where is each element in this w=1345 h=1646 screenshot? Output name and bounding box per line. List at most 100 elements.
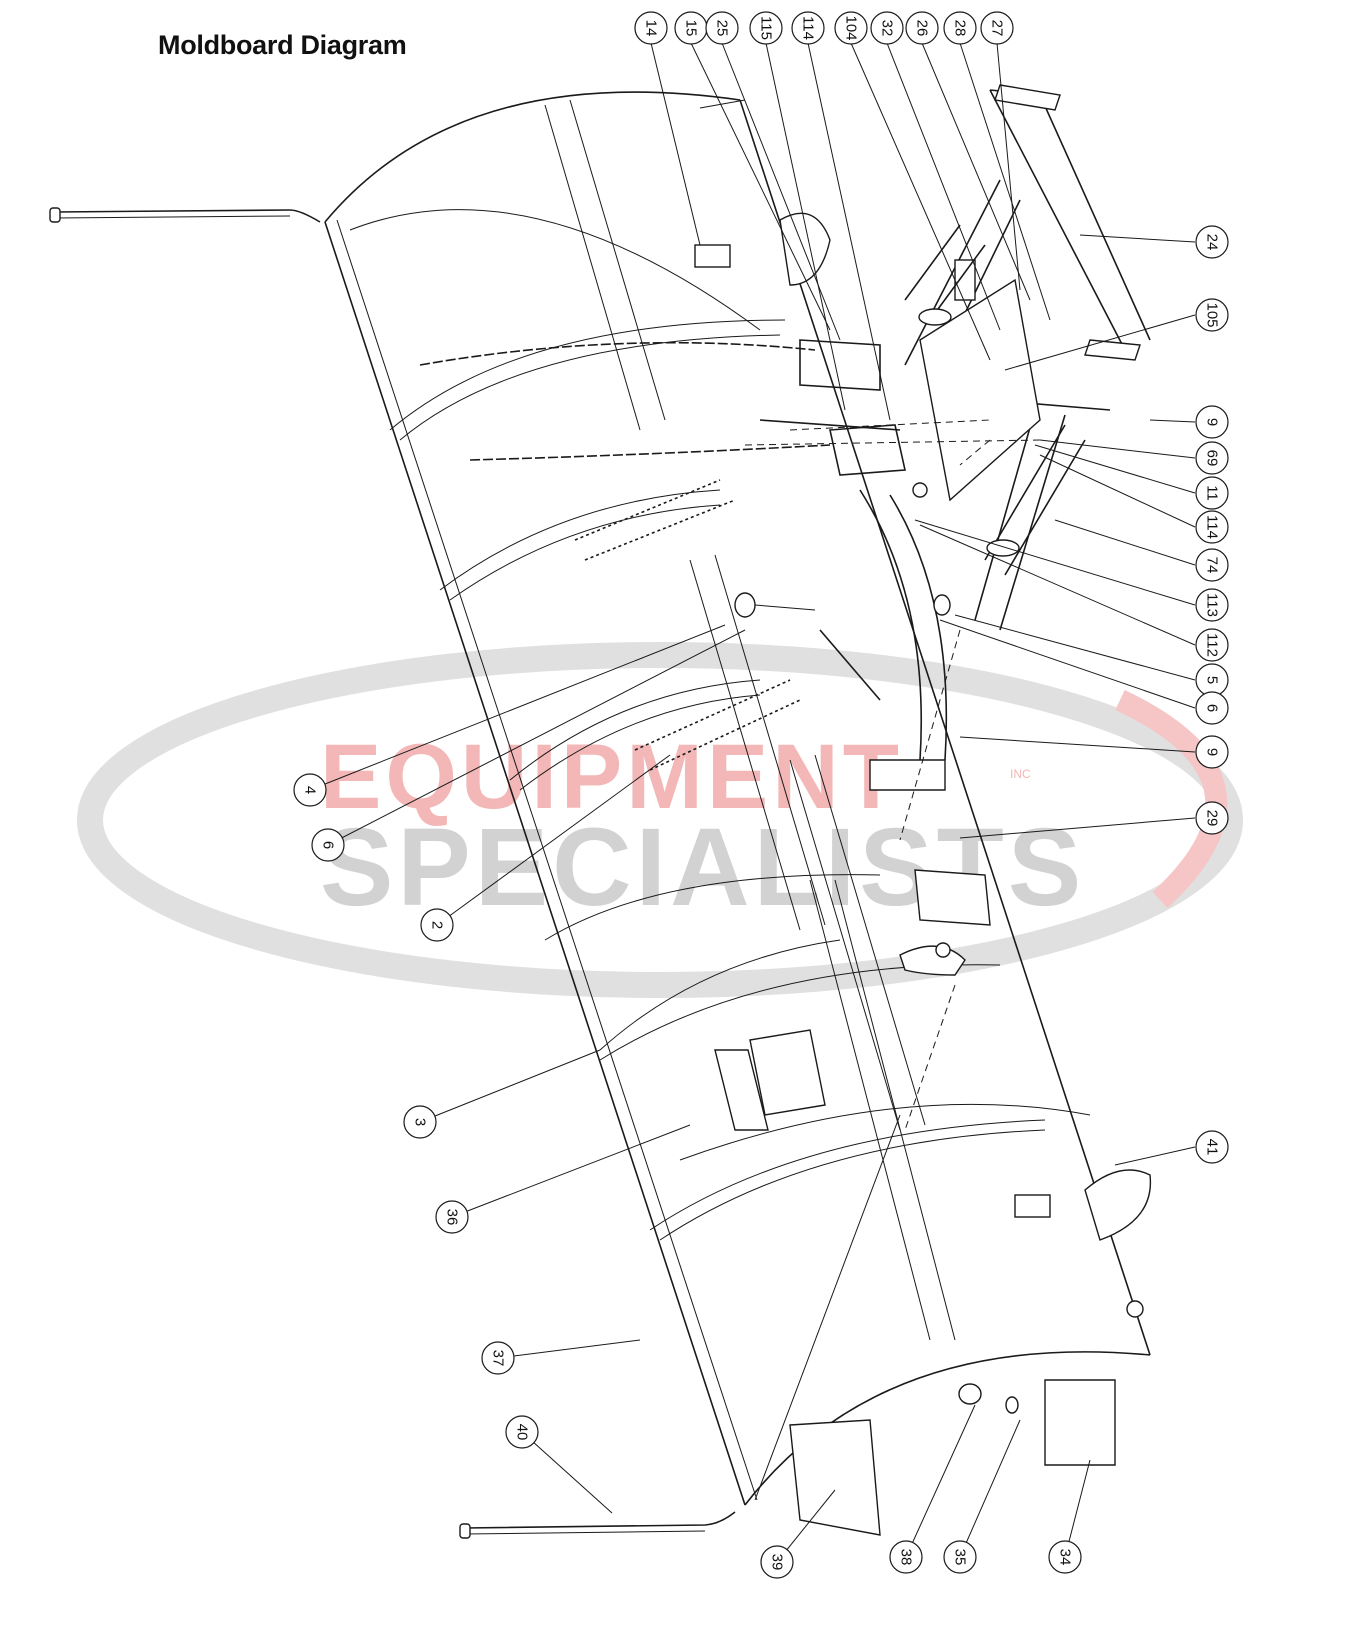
- callout-15: 15: [674, 11, 708, 45]
- callout-circle: [634, 11, 668, 45]
- callout-label: 6: [320, 841, 337, 849]
- callout-41: 41: [1195, 1130, 1229, 1164]
- callout-113: 113: [1195, 588, 1229, 622]
- callout-11: 11: [1195, 476, 1229, 510]
- callout-label: 15: [683, 20, 700, 37]
- callout-9: 9: [1195, 735, 1229, 769]
- callout-circle: [311, 828, 345, 862]
- callout-label: 41: [1204, 1139, 1221, 1156]
- callout-34: 34: [1048, 1540, 1082, 1574]
- callout-circle: [943, 11, 977, 45]
- callout-circle: [791, 11, 825, 45]
- callout-circle: [1195, 691, 1229, 725]
- decal: [714, 1029, 826, 1131]
- callout-label: 29: [1204, 810, 1221, 827]
- page-title: Moldboard Diagram: [158, 30, 407, 60]
- cylinders: [904, 224, 1086, 576]
- callout-label: 11: [1204, 485, 1221, 501]
- callout-label: 114: [800, 16, 817, 40]
- callout-label: 112: [1204, 633, 1221, 657]
- callout-circle: [1195, 441, 1229, 475]
- hinge-pin-lines: [744, 419, 1041, 1131]
- callout-label: 26: [914, 20, 931, 37]
- callout-circle: [435, 1200, 469, 1234]
- shoes-and-stops: [779, 212, 1152, 1536]
- callout-circle: [1195, 298, 1229, 332]
- callout-circle: [1195, 225, 1229, 259]
- callout-4: 4: [293, 773, 327, 807]
- callout-circle: [834, 11, 868, 45]
- callout-label: 40: [514, 1424, 531, 1441]
- watermark: EQUIPMENT INC SPECIALISTS: [77, 642, 1243, 998]
- callout-label: 2: [429, 921, 446, 929]
- callout-label: 5: [1204, 676, 1221, 684]
- callout-114: 114: [791, 11, 825, 45]
- callout-6: 6: [1195, 691, 1229, 725]
- watermark-suffix: INC: [1010, 767, 1031, 781]
- callout-circle: [889, 1540, 923, 1574]
- callout-104: 104: [834, 11, 868, 45]
- callout-label: 114: [1204, 515, 1221, 539]
- callout-105: 105: [1195, 298, 1229, 332]
- chains: [419, 341, 831, 461]
- callout-24: 24: [1195, 225, 1229, 259]
- callout-circle: [1195, 510, 1229, 544]
- callout-3: 3: [403, 1105, 437, 1139]
- callout-circle: [1195, 628, 1229, 662]
- callout-circle: [1195, 588, 1229, 622]
- callout-label: 14: [643, 20, 660, 37]
- callout-38: 38: [889, 1540, 923, 1574]
- callout-74: 74: [1195, 548, 1229, 582]
- callout-28: 28: [943, 11, 977, 45]
- callout-circle: [481, 1341, 515, 1375]
- callout-circle: [1195, 476, 1229, 510]
- callout-circle: [1048, 1540, 1082, 1574]
- callout-label: 104: [843, 15, 860, 40]
- callout-5: 5: [1195, 663, 1229, 697]
- callout-label: 32: [879, 20, 896, 37]
- callout-label: 24: [1204, 234, 1221, 251]
- callout-circle: [943, 1540, 977, 1574]
- callout-112: 112: [1195, 628, 1229, 662]
- callout-label: 115: [758, 16, 775, 40]
- callout-circle: [1195, 801, 1229, 835]
- callout-69: 69: [1195, 441, 1229, 475]
- callout-label: 38: [898, 1549, 915, 1566]
- callout-circle: [905, 11, 939, 45]
- callout-label: 36: [444, 1209, 461, 1226]
- callout-label: 34: [1057, 1549, 1074, 1566]
- callout-35: 35: [943, 1540, 977, 1574]
- callout-circle: [1195, 405, 1229, 439]
- callout-label: 113: [1204, 593, 1221, 617]
- callout-115: 115: [749, 11, 783, 45]
- callout-label: 35: [952, 1549, 969, 1566]
- callout-label: 27: [989, 20, 1006, 37]
- callout-circle: [870, 11, 904, 45]
- callout-label: 3: [412, 1118, 429, 1126]
- callout-25: 25: [705, 11, 739, 45]
- callout-114: 114: [1195, 510, 1229, 544]
- springs: [574, 244, 1051, 1218]
- callout-circle: [749, 11, 783, 45]
- callout-circle: [505, 1415, 539, 1449]
- callout-circle: [705, 11, 739, 45]
- callout-circle: [293, 773, 327, 807]
- callout-circle: [420, 908, 454, 942]
- callout-label: 25: [714, 20, 731, 37]
- callout-40: 40: [505, 1415, 539, 1449]
- tubes: [544, 99, 956, 1341]
- callout-circle: [1195, 548, 1229, 582]
- callout-label: 39: [769, 1554, 786, 1571]
- callout-6: 6: [311, 828, 345, 862]
- callout-label: 9: [1204, 748, 1221, 756]
- callout-2: 2: [420, 908, 454, 942]
- callout-39: 39: [760, 1545, 794, 1579]
- callout-label: 37: [490, 1350, 507, 1367]
- callout-circle: [1195, 1130, 1229, 1164]
- callout-circle: [1195, 735, 1229, 769]
- callout-label: 9: [1204, 418, 1221, 426]
- leader-lines: [309, 42, 1196, 1563]
